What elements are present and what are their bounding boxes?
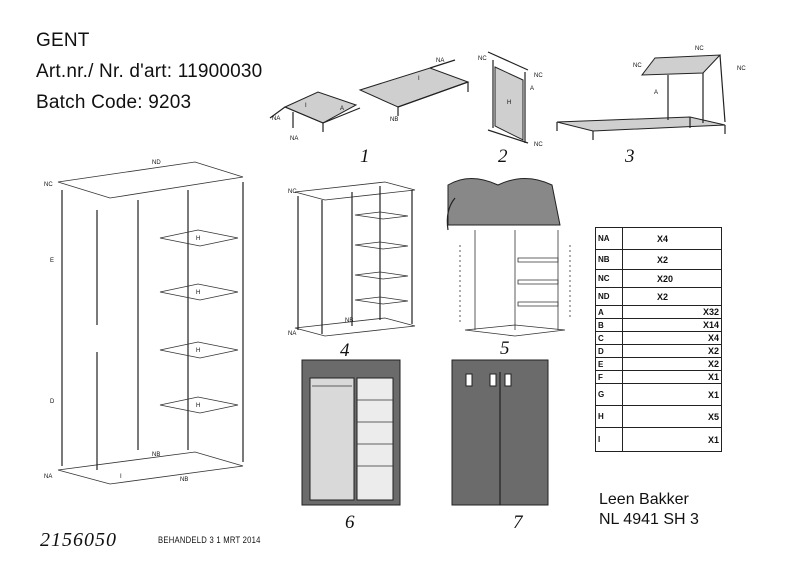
label-a: A (530, 86, 534, 92)
part-code: ND (595, 287, 623, 306)
step-3-illustration: NC NC NC A (556, 46, 746, 140)
label-d: D (50, 399, 55, 405)
part-code: G (595, 383, 623, 406)
company-code: NL 4941 SH 3 (599, 511, 699, 528)
part-code: NB (595, 249, 623, 270)
label-nc: NC (44, 182, 53, 188)
part-quantity: X1 (622, 370, 722, 384)
step-1-illustration: NA NA A NB NA I I (269, 58, 470, 142)
label-nc: NC (534, 142, 543, 148)
part-quantity: X2 (622, 249, 722, 270)
label-na: NA (290, 136, 298, 142)
exploded-frame-illustration: NC ND E D NA NB NB I H H H H (44, 160, 244, 485)
label-i: I (418, 76, 420, 82)
part-quantity: X14 (622, 318, 722, 332)
part-quantity: X32 (622, 305, 722, 319)
company-name: Leen Bakker (599, 491, 689, 508)
label-h: H (196, 348, 200, 354)
label-a: A (340, 106, 344, 112)
part-code: E (595, 357, 623, 371)
label-nb: NB (390, 117, 398, 123)
step-number: 7 (513, 512, 523, 533)
part-code: A (595, 305, 623, 319)
part-code: B (595, 318, 623, 332)
label-i: I (120, 474, 122, 480)
step-number: 2 (498, 146, 508, 167)
label-nb: NB (180, 477, 188, 483)
step-number: 5 (500, 338, 510, 359)
company-block: Leen Bakker NL 4941 SH 3 (599, 490, 699, 530)
label-na: NA (44, 474, 52, 480)
part-code: F (595, 370, 623, 384)
part-code: NC (595, 269, 623, 288)
part-code: C (595, 331, 623, 345)
step-2-illustration: NC NC A NC H (478, 51, 543, 148)
label-na: NA (436, 58, 444, 64)
part-code: NA (595, 227, 623, 250)
handwritten-number: 2156050 (40, 529, 117, 551)
label-h: H (196, 403, 200, 409)
label-na: NA (272, 116, 280, 122)
label-nc: NC (478, 56, 487, 62)
product-name: GENT (36, 30, 90, 51)
part-quantity: X2 (622, 357, 722, 371)
part-quantity: X2 (622, 344, 722, 358)
step-4-illustration: NC NA NB (288, 181, 416, 337)
label-nb: NB (345, 318, 353, 324)
label-h: H (196, 290, 200, 296)
step-number: 6 (345, 512, 355, 533)
label-nc: NC (633, 63, 642, 69)
label-h: H (507, 100, 511, 106)
step-7-illustration (451, 359, 549, 506)
step-number: 3 (625, 146, 635, 167)
part-quantity: X1 (622, 383, 722, 406)
label-nd: ND (152, 160, 161, 166)
part-quantity: X5 (622, 405, 722, 428)
step-number: 1 (360, 146, 370, 167)
part-quantity: X2 (622, 287, 722, 306)
step-5-illustration (446, 178, 571, 337)
part-quantity: X4 (622, 331, 722, 345)
label-i: I (305, 103, 307, 109)
batch-code: Batch Code: 9203 (36, 92, 192, 113)
part-quantity: X4 (622, 227, 722, 250)
part-quantity: X20 (622, 269, 722, 288)
label-na: NA (288, 331, 296, 337)
part-code: D (595, 344, 623, 358)
label-nc: NC (288, 189, 297, 195)
label-nc: NC (737, 66, 746, 72)
received-stamp: BEHANDELD 3 1 MRT 2014 (158, 535, 261, 545)
label-nc: NC (534, 73, 543, 79)
label-h: H (196, 236, 200, 242)
part-code: I (595, 427, 623, 452)
article-number: Art.nr./ Nr. d'art: 11900030 (36, 61, 263, 82)
label-nc: NC (695, 46, 704, 52)
part-quantity: X1 (622, 427, 722, 452)
label-e: E (50, 258, 54, 264)
part-code: H (595, 405, 623, 428)
step-6-illustration (301, 359, 401, 506)
step-number: 4 (340, 340, 350, 361)
label-nb: NB (152, 452, 160, 458)
label-a: A (654, 90, 658, 96)
